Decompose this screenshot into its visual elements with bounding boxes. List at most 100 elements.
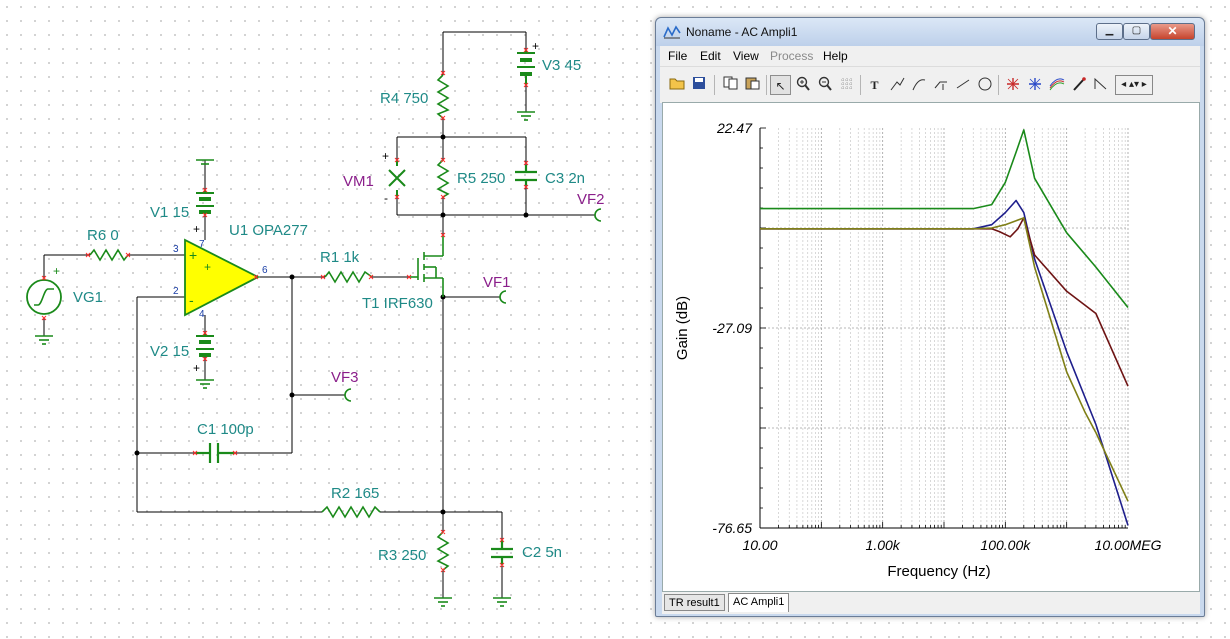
menu-help[interactable]: Help (823, 49, 848, 63)
tina-app-icon (663, 25, 681, 39)
window-title: Noname - AC Ampli1 (686, 25, 798, 39)
r5-label: R5 250 (457, 170, 505, 187)
title-bar[interactable]: Noname - AC Ampli1 ▁ ▢ ✕ (656, 18, 1204, 46)
ground-symbol (493, 597, 511, 607)
menu-process[interactable]: Process (770, 49, 814, 63)
u1-opamp[interactable] (184, 238, 260, 317)
v2-label: V2 15 (150, 343, 189, 360)
schematic-canvas[interactable]: + - + R6 0 VG1 V1 15 U1 OPA277 V2 15 R1 … (0, 0, 650, 639)
svg-text:+: + (189, 247, 197, 263)
pin-label: 4 (199, 309, 205, 320)
polarity-plus: + (193, 361, 200, 375)
r3-label: R3 250 (378, 547, 426, 564)
vm1-label: VM1 (343, 173, 374, 190)
vf3-label: VF3 (331, 369, 359, 386)
svg-text:-: - (189, 292, 194, 308)
menu-file[interactable]: File (668, 49, 688, 63)
y-tick-label: -27.09 (712, 320, 752, 336)
ground-symbol (196, 379, 214, 389)
ellipse-tool-icon[interactable] (974, 75, 995, 95)
save-disk-icon[interactable] (688, 75, 709, 95)
r5-resistor[interactable] (436, 159, 450, 198)
pin-label: 2 (173, 286, 179, 297)
line-tool-icon[interactable] (952, 75, 973, 95)
zoom-100-icon[interactable] (814, 75, 835, 95)
arrow-navigator-icon[interactable]: ◂ ▴▾ ▸ (1115, 75, 1153, 95)
grid-icon[interactable] (836, 75, 857, 95)
vf1-probe-icon[interactable] (499, 290, 507, 304)
r1-resistor[interactable] (324, 270, 373, 284)
ground-symbol (35, 335, 53, 345)
minimize-button[interactable]: ▁ (1096, 23, 1123, 40)
v3-battery[interactable] (517, 50, 535, 85)
ground-symbol (517, 111, 535, 121)
vg1-label: VG1 (73, 289, 103, 306)
r2-resistor[interactable] (321, 505, 381, 519)
cursor-a-icon[interactable] (1002, 75, 1023, 95)
x-tick-label: 100.00k (980, 537, 1031, 553)
polarity-plus: + (193, 222, 200, 236)
dimension-line-icon[interactable] (930, 75, 951, 95)
c2-capacitor[interactable] (491, 540, 513, 565)
paste-icon[interactable] (742, 75, 763, 95)
series-olive-line (760, 217, 1129, 502)
r6-resistor[interactable] (89, 248, 129, 262)
ground-symbol (196, 159, 214, 165)
annotate-arrow-icon[interactable] (886, 75, 907, 95)
u1-label: U1 OPA277 (229, 222, 308, 239)
c1-label: C1 100p (197, 421, 254, 438)
close-button[interactable]: ✕ (1150, 23, 1195, 40)
curves-icon[interactable] (1046, 75, 1067, 95)
pointer-icon[interactable]: ↖ (770, 75, 791, 95)
c1-capacitor[interactable] (195, 443, 235, 463)
menu-edit[interactable]: Edit (700, 49, 721, 63)
r4-label: R4 750 (380, 90, 428, 107)
maximize-button[interactable]: ▢ (1123, 23, 1150, 40)
c3-label: C3 2n (545, 170, 585, 187)
copy-icon[interactable] (720, 75, 741, 95)
x-axis-label: Frequency (Hz) (887, 563, 990, 580)
r4-resistor[interactable] (436, 74, 450, 119)
y-tick-label: 22.47 (716, 120, 753, 136)
v1-battery[interactable] (196, 190, 214, 215)
toolbar: ↖ T ◂ ▴▾ ▸ (660, 66, 1200, 103)
r1-label: R1 1k (320, 249, 360, 266)
vf2-probe-icon[interactable] (594, 208, 602, 222)
pin-label: 3 (173, 244, 179, 255)
pin-label: 6 (262, 265, 268, 276)
tab-ac-ampli1[interactable]: AC Ampli1 (728, 593, 790, 612)
ground-symbol (434, 597, 452, 607)
annotate-curve-icon[interactable] (908, 75, 929, 95)
menu-view[interactable]: View (733, 49, 759, 63)
text-tool-icon[interactable]: T (870, 78, 879, 92)
zoom-in-icon[interactable] (792, 75, 813, 95)
vf1-label: VF1 (483, 274, 511, 291)
v2-battery[interactable] (196, 333, 214, 357)
vg1-generator[interactable] (26, 279, 62, 315)
r6-label: R6 0 (87, 227, 119, 244)
svg-text:+: + (204, 260, 211, 274)
tab-tr-result1[interactable]: TR result1 (664, 594, 725, 611)
cursor-b-icon[interactable] (1024, 75, 1045, 95)
t1-mosfet[interactable] (410, 235, 444, 297)
r2-label: R2 165 (331, 485, 379, 502)
c2-label: C2 5n (522, 544, 562, 561)
polyline-icon[interactable] (1090, 75, 1111, 95)
v1-label: V1 15 (150, 204, 189, 221)
open-folder-icon[interactable] (666, 75, 687, 95)
y-axis-label: Gain (dB) (674, 296, 691, 360)
v3-label: V3 45 (542, 57, 581, 74)
y-tick-label: -76.65 (712, 520, 752, 536)
result-tabs: TR result1 AC Ampli1 (662, 592, 1200, 614)
c3-capacitor[interactable] (515, 165, 537, 185)
menu-bar: File Edit View Process Help (660, 46, 1200, 66)
marker-pen-icon[interactable] (1068, 75, 1089, 95)
r3-resistor[interactable] (436, 531, 450, 571)
series-green-line (760, 129, 1129, 308)
vm1-voltmeter[interactable] (388, 160, 406, 197)
analysis-window: Noname - AC Ampli1 ▁ ▢ ✕ File Edit View … (655, 17, 1205, 617)
x-tick-label: 10.00 (742, 537, 777, 553)
vf3-probe-icon[interactable] (344, 388, 352, 402)
